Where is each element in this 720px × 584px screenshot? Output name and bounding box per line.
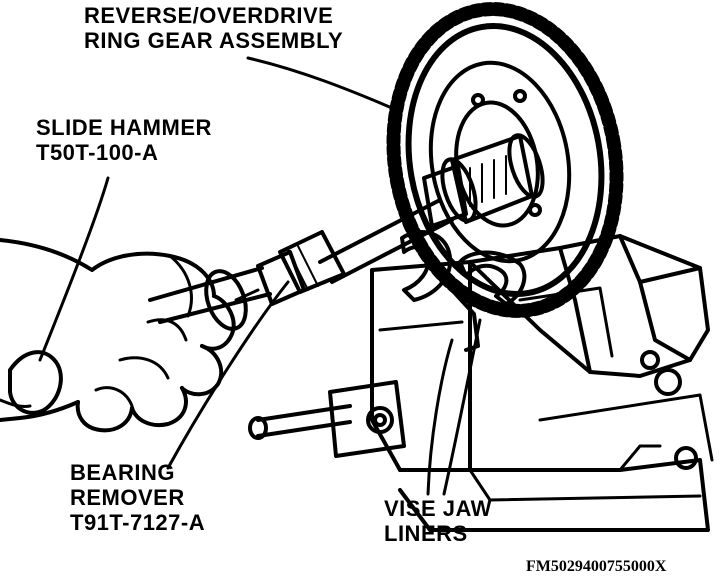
vise-jaw-leader-1 (426, 338, 454, 496)
figure-id-text: FM5029400755000X (526, 558, 667, 575)
slide-hammer-label: SLIDE HAMMER T50T-100-A (36, 115, 212, 165)
bearing (422, 133, 545, 228)
slide-hammer-label-line1: SLIDE HAMMER (36, 115, 212, 140)
bearing-remover-label: BEARING REMOVER T91T-7127-A (70, 460, 205, 535)
bearing-remover-leader (166, 280, 290, 470)
bench-vise (248, 234, 714, 532)
hand (0, 238, 236, 433)
vise-jaw-leader-2 (442, 318, 482, 496)
vise-jaw-label-line1: VISE JAW (384, 496, 492, 521)
slide-hammer (148, 198, 454, 331)
ring-gear-label-line2: RING GEAR ASSEMBLY (84, 28, 344, 53)
slide-hammer-label-line2: T50T-100-A (36, 140, 159, 165)
bearing-remover-label-line2: REMOVER (70, 485, 185, 510)
leader-lines (38, 56, 482, 496)
vise-jaw-label-line2: LINERS (384, 521, 468, 546)
ring-gear-label-line1: REVERSE/OVERDRIVE (84, 3, 334, 28)
slide-hammer-leader (38, 176, 110, 362)
ring-gear-assembly-label: REVERSE/OVERDRIVE RING GEAR ASSEMBLY (84, 3, 343, 53)
bearing-remover-label-line3: T91T-7127-A (70, 510, 206, 535)
vise-jaw-liners-label: VISE JAW LINERS (384, 496, 492, 546)
bearing-remover-label-line1: BEARING (70, 460, 175, 485)
ring-gear-leader (246, 56, 394, 110)
